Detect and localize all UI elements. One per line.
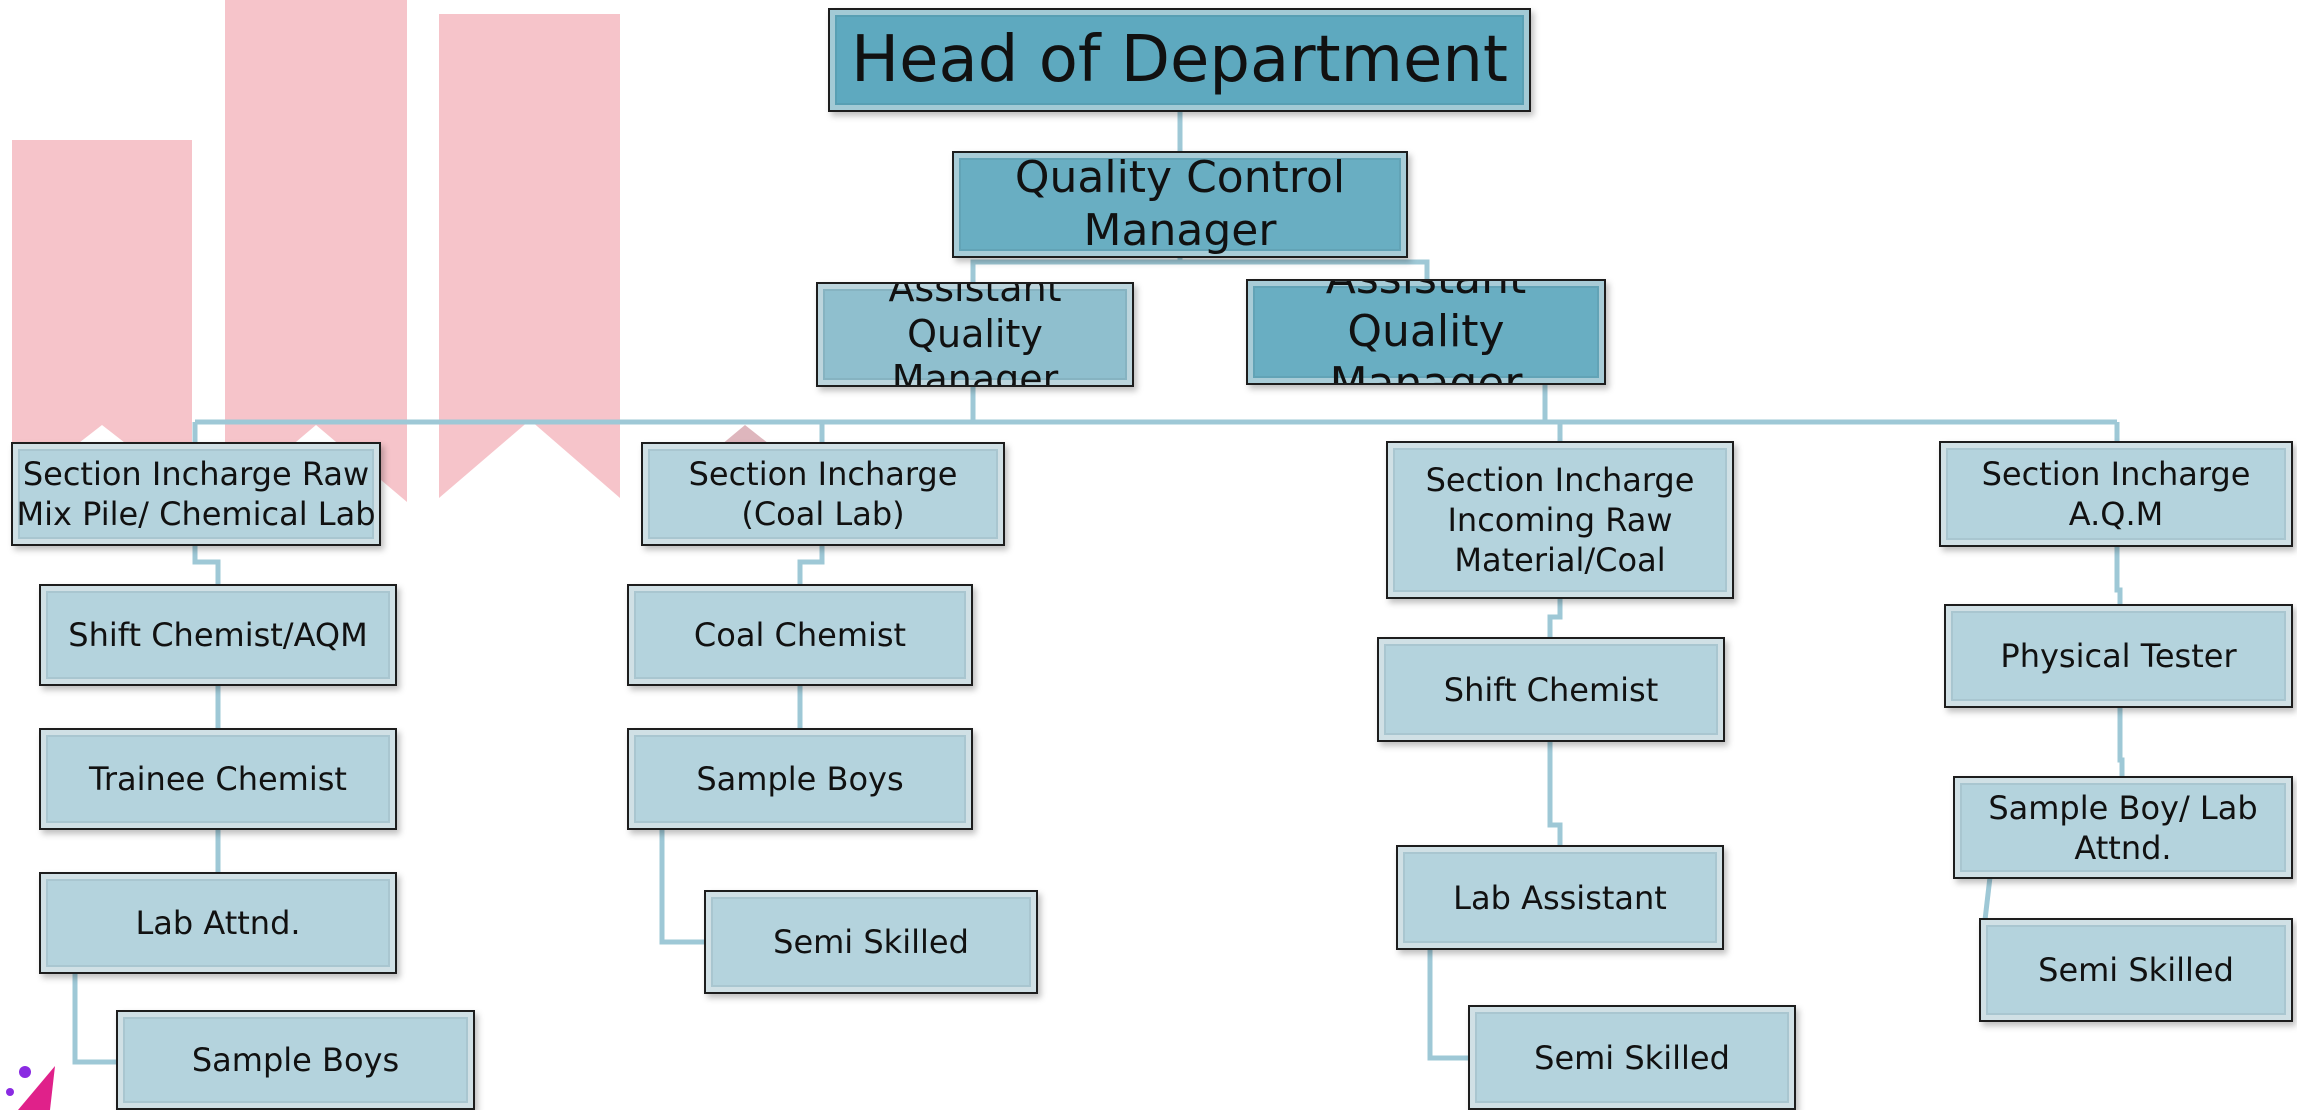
trainee-chemist-box: Trainee Chemist <box>39 728 397 830</box>
section-incharge-raw-mix-box: Section Incharge Raw Mix Pile/ Chemical … <box>11 442 381 546</box>
section-incharge-coal-lab-box: Section Incharge (Coal Lab) <box>641 442 1005 546</box>
logo-wedge-icon <box>18 1066 55 1110</box>
connector-line <box>1427 949 1470 1061</box>
ribbon-shape <box>439 14 620 498</box>
physical-tester-box: Physical Tester <box>1944 604 2293 708</box>
coal-chemist-box: Coal Chemist <box>627 584 973 686</box>
connector-line <box>2117 706 2125 776</box>
lab-assistant-box: Lab Assistant <box>1396 845 1724 950</box>
connector-line <box>192 545 221 585</box>
assistant-quality-manager-right-box: Assistant Quality Manager <box>1246 279 1606 385</box>
quality-control-manager-box: Quality Control Manager <box>952 151 1408 258</box>
connector-line <box>1982 876 1993 921</box>
connector-line <box>1547 741 1563 846</box>
section-incharge-incoming-raw-material-box: Section Incharge Incoming Raw Material/C… <box>1386 441 1734 599</box>
connector-line <box>2114 545 2123 605</box>
logo-dot-icon <box>6 1088 14 1096</box>
sample-boy-lab-attnd-box: Sample Boy/ Lab Attnd. <box>1953 776 2293 879</box>
head-of-department-box: Head of Department <box>828 8 1531 112</box>
shift-chemist-aqm-box: Shift Chemist/AQM <box>39 584 397 686</box>
connector-line <box>797 545 825 585</box>
shift-chemist-box: Shift Chemist <box>1377 637 1725 742</box>
logo-dot-icon <box>19 1066 31 1078</box>
corner-logo-icon <box>6 1066 55 1110</box>
ribbon-shape <box>225 0 407 502</box>
connector-line <box>72 973 117 1065</box>
semi-skilled-aqm-box: Semi Skilled <box>1979 918 2293 1022</box>
sample-boys-raw-mix-box: Sample Boys <box>116 1010 475 1110</box>
connector-line <box>659 829 706 945</box>
assistant-quality-manager-left-box: Assistant Quality Manager <box>816 282 1134 387</box>
section-incharge-aqm-box: Section Incharge A.Q.M <box>1939 441 2293 547</box>
lab-attnd-box: Lab Attnd. <box>39 872 397 974</box>
semi-skilled-coal-lab-box: Semi Skilled <box>704 890 1038 994</box>
connector-line <box>1547 597 1563 638</box>
semi-skilled-incoming-raw-box: Semi Skilled <box>1468 1005 1796 1110</box>
sample-boys-coal-lab-box: Sample Boys <box>627 728 973 830</box>
